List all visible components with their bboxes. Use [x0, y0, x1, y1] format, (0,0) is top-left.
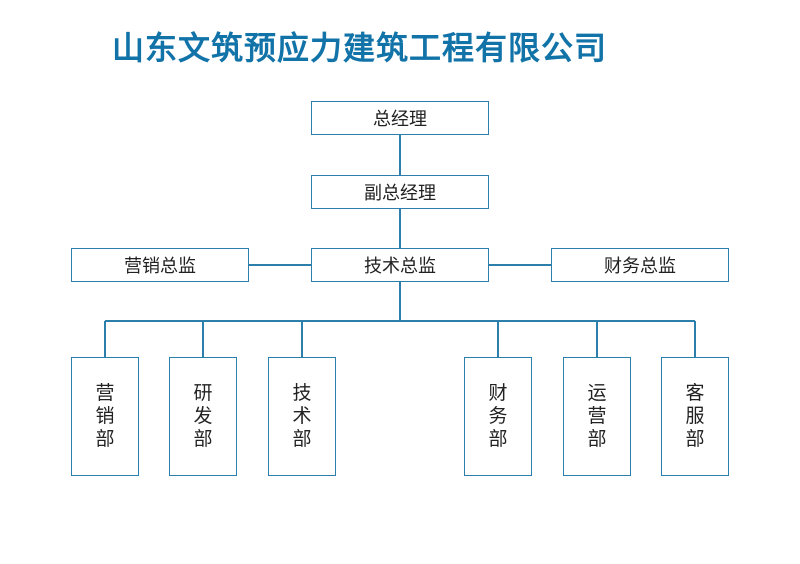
department-box-customer-service: 客服部 [661, 357, 729, 476]
department-label: 运营部 [587, 382, 607, 450]
department-label: 研发部 [193, 382, 213, 450]
department-box-rnd: 研发部 [169, 357, 237, 476]
company-title: 山东文筑预应力建筑工程有限公司 [112, 29, 608, 67]
marketing-director-box: 营销总监 [71, 248, 249, 282]
department-box-marketing: 营销部 [71, 357, 139, 476]
deputy-general-manager-box: 副总经理 [311, 175, 489, 209]
finance-director-box: 财务总监 [551, 248, 729, 282]
department-label: 营销部 [95, 382, 115, 450]
department-label: 财务部 [488, 382, 508, 450]
technical-director-box: 技术总监 [311, 248, 489, 282]
technical-director-label: 技术总监 [364, 256, 436, 277]
department-label: 客服部 [685, 382, 705, 450]
deputy-general-manager-label: 副总经理 [364, 183, 436, 204]
department-box-finance: 财务部 [464, 357, 532, 476]
department-box-operations: 运营部 [563, 357, 631, 476]
department-label: 技术部 [292, 382, 312, 450]
marketing-director-label: 营销总监 [124, 256, 196, 277]
department-box-technical: 技术部 [268, 357, 336, 476]
general-manager-box: 总经理 [311, 101, 489, 135]
general-manager-label: 总经理 [373, 109, 427, 130]
finance-director-label: 财务总监 [604, 256, 676, 277]
